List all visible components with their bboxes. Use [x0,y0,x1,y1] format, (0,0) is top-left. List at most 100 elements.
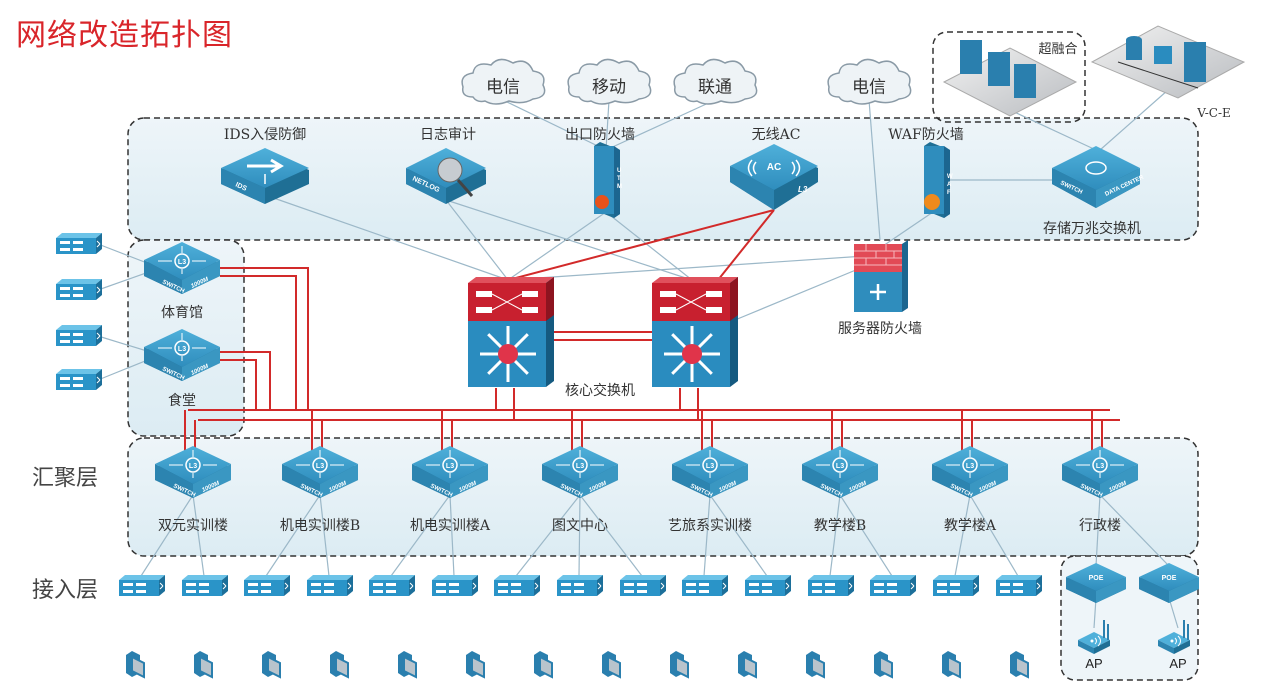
link-gray [605,99,716,151]
cloud-label: 电信 [486,77,520,98]
pc-terminal[interactable] [941,650,961,678]
canteen-label: 食堂 [168,393,196,409]
waf-firewall-device[interactable]: W A F [924,142,953,218]
aggregation-switch-label: 双元实训楼 [158,518,228,534]
link-gray [969,494,1019,577]
pc-terminal[interactable] [533,650,553,678]
page-title: 网络改造拓扑图 [16,18,233,53]
access-switch[interactable] [55,324,103,347]
link-gray [1095,494,1101,567]
cloud-label: 移动 [592,77,626,98]
access-switch[interactable] [932,574,980,597]
access-switch[interactable] [55,232,103,255]
svg-text:M: M [617,184,622,190]
link-gray [709,494,768,577]
pc-terminal[interactable] [125,650,145,678]
access-switch[interactable] [619,574,667,597]
access-switch[interactable] [306,574,354,597]
access-switch[interactable] [368,574,416,597]
aggregation-switch-label: 教学楼B [813,518,867,534]
link-gray [703,494,711,577]
link-gray [1168,597,1179,629]
link-gray [829,494,841,577]
access-switch[interactable] [243,574,291,597]
svg-text:IDS: IDS [234,181,248,192]
ap-label-1: AP [1085,656,1103,671]
ids-device[interactable]: IDS [221,148,309,204]
access-switch[interactable] [995,574,1043,597]
link-gray [265,494,321,577]
link-gray [605,99,610,151]
core-switch-2[interactable] [652,277,738,387]
access-switch[interactable] [493,574,541,597]
aggregation-switch-label: 教学楼A [943,518,997,534]
gym-label: 体育馆 [161,305,203,321]
link-gray [319,494,330,577]
access-switch[interactable] [681,574,729,597]
access-switch[interactable] [55,368,103,391]
wireless-ac-device[interactable]: AC L3 [730,144,818,210]
utm-label: 出口防火墙 [565,127,635,143]
access-switch[interactable] [118,574,166,597]
vce-cluster[interactable] [1090,25,1246,99]
netlog-device[interactable]: NETLOG [406,148,486,204]
hci-zone [932,31,1086,123]
aggregation-switch-label: 行政楼 [1079,518,1121,534]
access-switch[interactable] [807,574,855,597]
access-switch[interactable] [556,574,604,597]
aggregation-switch-label: 机电实训楼B [279,518,361,534]
access-switch[interactable] [744,574,792,597]
pc-terminal[interactable] [329,650,349,678]
svg-text:F: F [947,190,951,196]
ids-label: IDS入侵防御 [223,127,307,143]
pc-terminal[interactable] [465,650,485,678]
access-layer-label: 接入层 [32,578,99,603]
link-gray [507,211,607,281]
svg-text:U: U [617,168,621,174]
pc-terminal[interactable] [669,650,689,678]
utm-firewall-device[interactable]: U T M [594,142,622,218]
access-switch[interactable] [55,278,103,301]
datacenter-switch-device[interactable]: SWITCH DATA CENTER [1052,146,1145,208]
access-switch[interactable] [181,574,229,597]
cloud-label: 联通 [698,77,732,98]
pc-terminal[interactable] [397,650,417,678]
core-switch-1[interactable] [468,277,554,387]
link-gray [507,254,881,281]
link-gray [502,99,607,151]
ac-label: 无线AC [751,127,801,143]
pc-terminal[interactable] [873,650,893,678]
aggregation-zone [127,437,1199,557]
pc-terminal[interactable] [1009,650,1029,678]
link-gray [445,199,693,281]
ap-label-2: AP [1169,656,1187,671]
link-red [220,359,257,410]
aggregation-layer-label: 汇聚层 [32,466,99,491]
link-red [507,209,775,281]
svg-text:A: A [947,182,952,188]
link-gray [140,494,194,577]
server-firewall-label: 服务器防火墙 [838,321,922,337]
pc-terminal[interactable] [737,650,757,678]
link-gray [390,494,451,577]
pc-terminal[interactable] [261,650,281,678]
waf-label: WAF防火墙 [888,127,964,143]
server-firewall-device[interactable] [854,240,908,312]
link-gray [449,494,455,577]
svg-text:W: W [947,174,953,180]
access-switch[interactable] [869,574,917,597]
link-gray [1099,494,1170,567]
pc-terminal[interactable] [805,650,825,678]
aggregation-switch-label: 艺旅系实训楼 [668,518,752,534]
link-red [220,351,271,410]
link-gray [579,494,643,577]
hci-cluster[interactable] [942,40,1078,117]
pc-terminal[interactable] [193,650,213,678]
hci-label: 超融合 [1038,42,1078,57]
access-switch[interactable] [431,574,479,597]
vce-label: V-C-E [1197,106,1231,120]
link-red [220,275,297,410]
link-gray [1093,597,1097,629]
pc-terminal[interactable] [601,650,621,678]
